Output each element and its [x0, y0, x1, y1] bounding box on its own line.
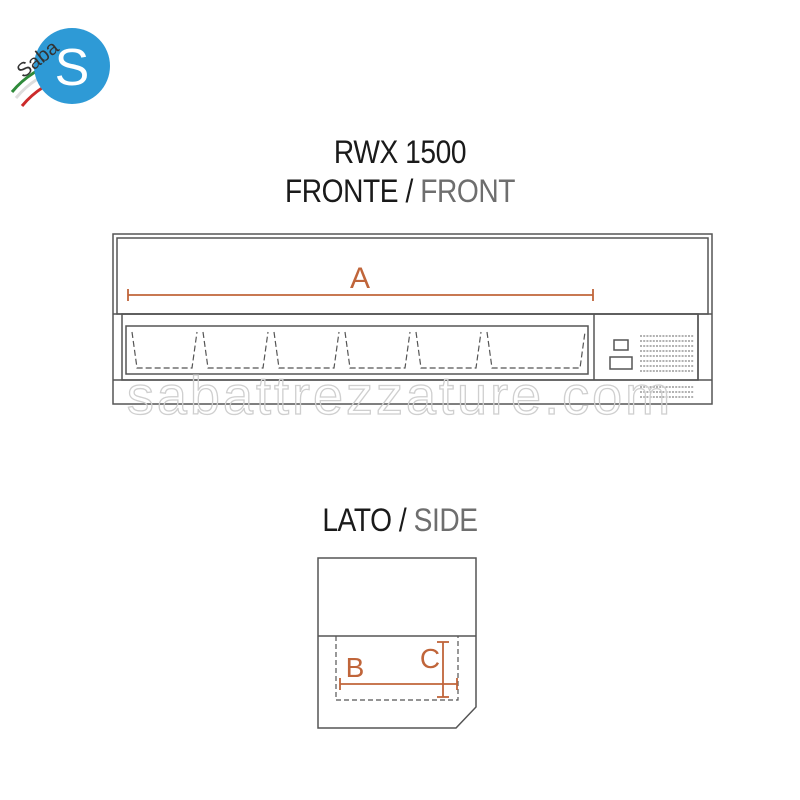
pan-3 — [273, 331, 340, 369]
logo-mark: S — [55, 39, 90, 97]
model-title: RWX 1500 — [333, 134, 467, 170]
front-title-en: FRONT — [420, 173, 516, 209]
pan-4 — [344, 331, 411, 369]
side-title-separator: / — [391, 502, 414, 538]
control-panel-button — [613, 339, 629, 351]
side-outline — [317, 557, 477, 729]
front-view — [112, 233, 713, 405]
side-title-it: LATO — [322, 502, 392, 538]
dimension-b — [339, 678, 458, 690]
dimension-c-label: C — [420, 643, 440, 674]
saba-logo: S Saba — [10, 28, 110, 107]
pan-5 — [415, 331, 482, 369]
vent-grille-lower — [640, 386, 694, 398]
side-view — [317, 557, 477, 729]
dimension-b-label: B — [346, 652, 365, 683]
dimension-a — [127, 289, 594, 301]
side-title-en: SIDE — [413, 502, 478, 538]
dimension-c — [437, 641, 449, 698]
front-view-title: FRONTE / FRONT — [48, 173, 752, 210]
front-outer-frame — [112, 233, 713, 405]
front-glass-canopy — [116, 237, 709, 315]
front-title-it: FRONTE — [284, 173, 399, 209]
control-panel-display — [609, 356, 633, 370]
front-pans-strip — [125, 325, 589, 375]
dimension-a-label: A — [350, 262, 370, 295]
vent-grille-upper — [640, 335, 694, 372]
pan-2 — [202, 331, 269, 369]
watermark-text: sabattrezzature.com — [127, 366, 673, 426]
side-pan-dashed — [335, 636, 459, 701]
logo-circle — [34, 28, 110, 104]
pan-6 — [486, 331, 586, 369]
gastronorm-pans — [131, 331, 586, 369]
front-title-separator: / — [398, 173, 421, 209]
pan-1 — [131, 331, 198, 369]
side-view-title: LATO / SIDE — [48, 502, 752, 539]
